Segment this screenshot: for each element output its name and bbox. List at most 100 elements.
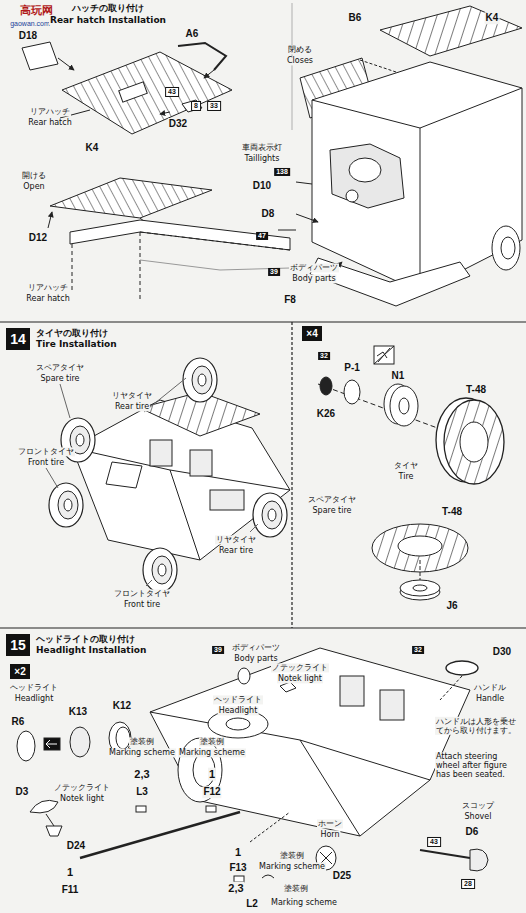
open-hatch-view <box>70 220 290 250</box>
vehicle-body-tires <box>72 448 290 490</box>
part-caption: Front tire <box>27 458 65 467</box>
step-heading: ヘッドライトの取り付け <box>36 633 135 646</box>
step-heading: ハッチの取り付け <box>71 3 145 13</box>
part-number: T-48 <box>465 384 487 396</box>
section-divider <box>0 3 526 628</box>
part-caption: Marking scheme <box>258 862 326 871</box>
vehicle-front-body <box>80 648 488 882</box>
open-hatch-view <box>48 178 290 300</box>
step-heading: Tire Installation <box>36 339 117 349</box>
vehicle-front-body <box>206 806 216 812</box>
vehicle-front-body <box>262 875 274 878</box>
part-caption: Taillights <box>244 154 281 163</box>
part-caption: フロントタイヤ <box>113 589 171 598</box>
part-number: K13 <box>68 706 88 718</box>
vehicle-front-body <box>340 676 364 706</box>
vehicle-front-body <box>80 812 240 858</box>
tire-parts <box>372 524 468 572</box>
part-number: K4 <box>485 12 500 24</box>
paint-callout: 33 <box>207 101 221 111</box>
vehicle-front-body <box>446 661 478 675</box>
section-divider <box>291 322 292 628</box>
vehicle-body-tires <box>170 470 200 560</box>
part-caption: Marking scheme <box>178 748 246 757</box>
vehicle-body-tires <box>190 450 212 476</box>
vehicle-front-body <box>440 676 462 700</box>
step-heading: タイヤの取り付け <box>36 327 108 340</box>
part-caption: Handle <box>475 694 505 703</box>
vehicle-rear-body <box>312 62 522 292</box>
part-caption: ヘッドライト <box>9 683 59 692</box>
part-caption: Rear hatch <box>25 294 70 303</box>
paint-callout: 47 <box>256 232 268 240</box>
part-caption: リアハッチ <box>29 107 71 116</box>
tire-parts <box>398 536 442 556</box>
vehicle-front-body <box>420 850 470 858</box>
part-caption: ノテックライト <box>271 663 329 672</box>
part-caption: スコップ <box>461 801 495 810</box>
part-caption: Tire <box>398 472 415 481</box>
part-number: K12 <box>112 700 132 712</box>
vehicle-rear-body <box>296 182 318 222</box>
part-number: T-48 <box>441 506 463 518</box>
part-caption: 塗装例 <box>199 737 225 746</box>
part-number: D6 <box>465 826 480 838</box>
step-number: 15 <box>10 638 26 652</box>
vehicle-front-body <box>250 812 290 842</box>
part-number: J6 <box>445 600 458 612</box>
tire-parts <box>460 422 488 462</box>
part-caption: ボディパーツ <box>231 643 281 652</box>
part-caption: Body parts <box>291 274 336 283</box>
part-caption: Shovel <box>464 812 493 821</box>
headlight-parts <box>30 800 58 813</box>
part-caption: Headlight <box>218 706 259 715</box>
vehicle-front-body <box>226 718 250 730</box>
open-hatch-view <box>72 232 290 300</box>
vehicle-rear-body <box>278 230 296 231</box>
part-caption: スペアタイヤ <box>307 495 357 504</box>
part-number: F11 <box>61 884 80 896</box>
tire-parts <box>400 580 440 596</box>
rear-hatch-parts <box>160 112 170 114</box>
step-number: ×2 <box>14 667 25 677</box>
vehicle-rear-body <box>349 158 381 182</box>
part-caption: Headlight <box>14 694 55 703</box>
tire-parts <box>374 346 394 364</box>
part-caption: ボディパーツ <box>289 263 339 272</box>
part-caption: 開ける <box>21 171 47 180</box>
paint-callout: 43 <box>165 87 179 97</box>
vehicle-rear-body <box>501 237 515 259</box>
headlight-parts <box>17 731 35 761</box>
rear-hatch-parts <box>22 42 58 70</box>
tire-parts <box>344 380 360 404</box>
part-number: D12 <box>28 232 48 244</box>
marking-number: 1 <box>208 768 216 781</box>
rear-hatch-parts <box>62 52 232 134</box>
tire-parts <box>374 346 394 364</box>
part-caption: Rear hatch <box>27 118 72 127</box>
part-caption: フロントタイヤ <box>17 447 75 456</box>
part-number: D30 <box>492 646 512 658</box>
part-number: R6 <box>11 716 26 728</box>
part-caption: 塗装例 <box>283 884 309 893</box>
tire-parts <box>444 400 504 484</box>
part-caption: ノテックライト <box>53 783 111 792</box>
vehicle-rear-body <box>380 6 522 56</box>
part-caption: Closes <box>286 56 314 65</box>
part-caption: リヤタイヤ <box>111 391 153 400</box>
marking-number: 2,3 <box>227 882 244 895</box>
quantity-box: ×4 <box>302 326 322 341</box>
part-caption: Notek light <box>277 674 323 683</box>
vehicle-body-tires <box>210 490 244 510</box>
part-caption: リヤタイヤ <box>215 535 257 544</box>
part-number: D25 <box>332 870 352 882</box>
headlight-parts <box>46 826 62 836</box>
vehicle-front-body <box>136 806 146 812</box>
part-number: D24 <box>66 840 86 852</box>
part-number: D3 <box>15 786 30 798</box>
tire-parts <box>399 398 409 414</box>
marking-number: 1 <box>234 846 242 859</box>
open-hatch-view <box>48 212 52 228</box>
rear-hatch-parts <box>178 43 226 70</box>
part-number: D10 <box>252 180 272 192</box>
